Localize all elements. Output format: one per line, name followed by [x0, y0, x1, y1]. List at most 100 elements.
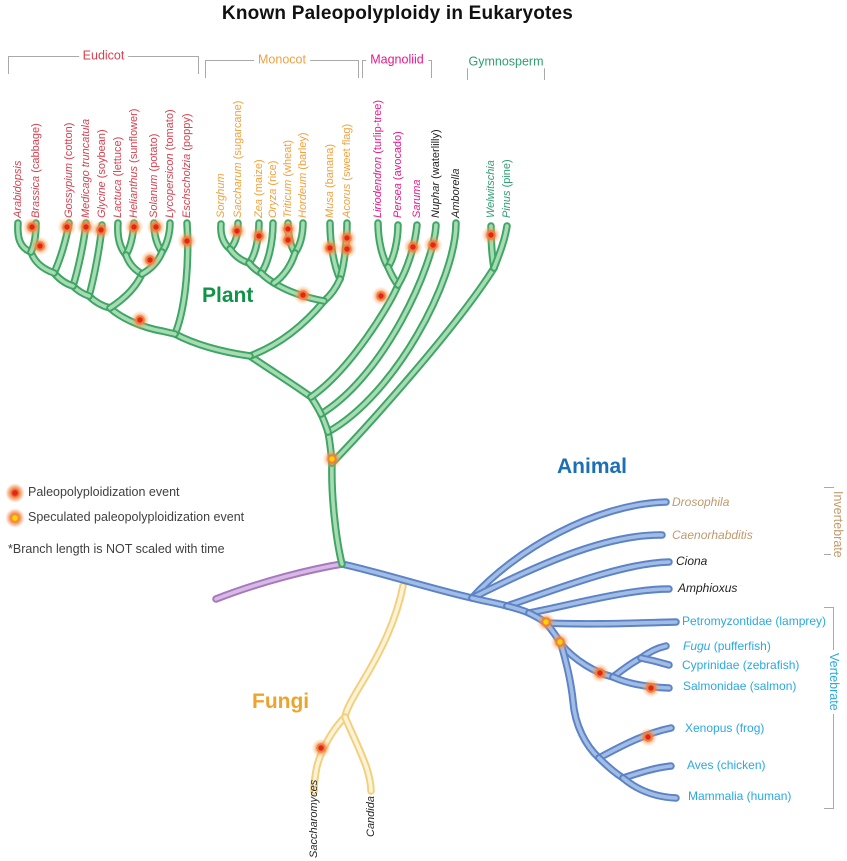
ciona-branch-core [505, 560, 671, 608]
grass4-stem-branch-core [272, 251, 297, 285]
species-label-acorus: Acorus (sweet flag) [341, 123, 353, 218]
monocot-stem-branch [246, 297, 328, 360]
species-label-eschscholzia: Eschscholzia (poppy) [181, 113, 193, 218]
paleopolyploidization-event-dot [22, 217, 42, 237]
side-label-invertebrate: Invertebrate [831, 488, 845, 561]
species-label-salmonidae: Salmonidae (salmon) [683, 679, 797, 693]
paleopolyploidization-event-dot [638, 727, 658, 747]
paleopolyploidization-event-dot [140, 250, 160, 270]
eudicot-stem1-branch-core [108, 306, 177, 336]
paleopolyploidization-event-dot [293, 285, 313, 305]
species-label-petromyzontidae: Petromyzontidae (lamprey) [682, 614, 827, 628]
species-label-candida: Candida [365, 796, 377, 837]
amniote-stem-branch-core [597, 756, 625, 780]
clade-bracket-magnoliid: Magnoliid [362, 52, 432, 78]
paleopolyploidization-event-dot [590, 663, 610, 683]
fungi-stem-branch-core [343, 584, 405, 719]
species-label-oryza: Oryza (rice) [267, 160, 279, 218]
paleopolyploidization-event-dot [371, 286, 391, 306]
paleopolyploidization-event-dot [423, 235, 443, 255]
species-label-arabidopsis: Arabidopsis [12, 160, 24, 218]
root-branch-core [214, 562, 344, 601]
amborella-branch-core [326, 221, 458, 434]
legend-speculated-dot-icon [5, 508, 25, 528]
species-label-mammalia: Mammalia (human) [688, 789, 792, 803]
paleopolyploidization-event-dot [249, 226, 269, 246]
species-label-glycine: Glycine (soybean) [96, 129, 108, 218]
paleopolyploidization-event-dot [337, 239, 357, 259]
clade-label-gymnosperm: Gymnosperm [464, 54, 548, 69]
cyprinidae-branch-core [639, 656, 671, 667]
paleopolyploidization-event-dot [311, 738, 331, 758]
species-label-lycopersicon: Lycopersicon (tomato) [164, 109, 176, 218]
clade-bracket-eudicot: Eudicot [8, 48, 199, 74]
speculated-paleopolyploidization-event-dot [322, 449, 342, 469]
tree-branches [14, 219, 680, 802]
eudicot-stem2-branch-core [173, 332, 252, 358]
petromyzontidae-branch-core [544, 620, 678, 626]
paleopolyploidization-event-dot [91, 220, 111, 240]
clade-label-monocot: Monocot [254, 52, 310, 67]
drosophila-branch-core [470, 500, 668, 600]
species-label-xenopus: Xenopus (frog) [685, 721, 765, 735]
species-label-caenorhabditis: Caenorhabditis [672, 528, 753, 542]
legend-red-dot-icon [5, 483, 25, 503]
species-label-fugu: Fugu (pufferfish) [683, 639, 771, 653]
species-label-musa: Musa (banana) [324, 144, 336, 218]
clade-label-magnoliid: Magnoliid [366, 52, 428, 67]
paleopolyploidization-event-dot [57, 217, 77, 237]
candida-branch-core [343, 715, 373, 793]
paleopolyploidization-event-dot [227, 221, 247, 241]
paleopolyploidization-event-dot [278, 230, 298, 250]
species-label-lactuca: Lactuca (lettuce) [112, 136, 124, 218]
paleopolyploidization-event-dot [403, 237, 423, 257]
mesangiosperm-stem-branch-core [248, 354, 313, 399]
magnoliid-stem-branch-core [309, 283, 400, 399]
species-label-sorghum: Sorghum [215, 173, 227, 218]
paleopolyploidization-event-dot [641, 678, 661, 698]
monocot-stem-branch-core [248, 299, 326, 358]
species-label-hordeum: Hordeum (barley) [297, 132, 309, 218]
paleopolyploidization-event-dot [30, 236, 50, 256]
kingdom-label-plant: Plant [202, 284, 254, 307]
species-label-triticum: Triticum (wheat) [282, 139, 294, 218]
mammalia-branch-core [621, 776, 678, 800]
species-label-welwitschia: Welwitschia [485, 160, 497, 218]
species-label-saccharomyces: Saccharomyces [308, 779, 320, 858]
species-label-gossypium: Gossypium (cotton) [63, 122, 75, 218]
plant-stem-branch-core [330, 461, 344, 566]
species-label-helianthus: Helianthus (sunflower) [128, 108, 140, 218]
speculated-paleopolyploidization-event-dot [536, 612, 556, 632]
species-label-nuphar: Nuphar (waterlilly) [430, 129, 442, 218]
xenopus-branch-core [597, 726, 673, 760]
paleopolyploidization-event-dot [130, 310, 150, 330]
pinus-branch-core [492, 224, 509, 270]
species-label-cyprinidae: Cyprinidae (zebrafish) [682, 658, 800, 672]
species-label-aves: Aves (chicken) [687, 758, 766, 772]
paleopolyploidization-event-dot [320, 238, 340, 258]
species-label-ciona: Ciona [676, 554, 708, 568]
species-label-saruma: Saruma [411, 179, 423, 218]
tetrapod-stem-branch-core [559, 642, 601, 760]
kingdom-label-fungi: Fungi [252, 690, 310, 713]
kingdom-label-animal: Animal [557, 455, 628, 478]
species-label-solanum: Solanum (potato) [148, 133, 160, 218]
species-label-zea: Zea (maize) [253, 159, 265, 218]
species-label-amborella: Amborella [450, 168, 462, 218]
salmonidae-branch-core [611, 675, 671, 690]
fugu-cyprinidae-stem-branch-core [611, 656, 643, 679]
speculated-paleopolyploidization-event-dot [550, 632, 570, 652]
branch-length-note: *Branch length is NOT scaled with time [8, 542, 225, 556]
species-label-liriodendron: Liriodendron (turlip-tree) [372, 100, 384, 218]
saruma-branch-core [396, 223, 419, 287]
caenorhabditis-branch-core [470, 533, 664, 600]
paleopolyploidization-event-dot [124, 217, 144, 237]
species-label-amphioxus: Amphioxus [678, 581, 738, 595]
clade-label-eudicot: Eudicot [78, 48, 129, 63]
species-label-brassica: Brassica (cabbage) [30, 123, 42, 218]
saccharomyces-branch-core [312, 715, 347, 793]
paleopolyploidization-event-dot [146, 217, 166, 237]
species-label-saccharum: Saccharum (sugarcane) [232, 100, 244, 218]
